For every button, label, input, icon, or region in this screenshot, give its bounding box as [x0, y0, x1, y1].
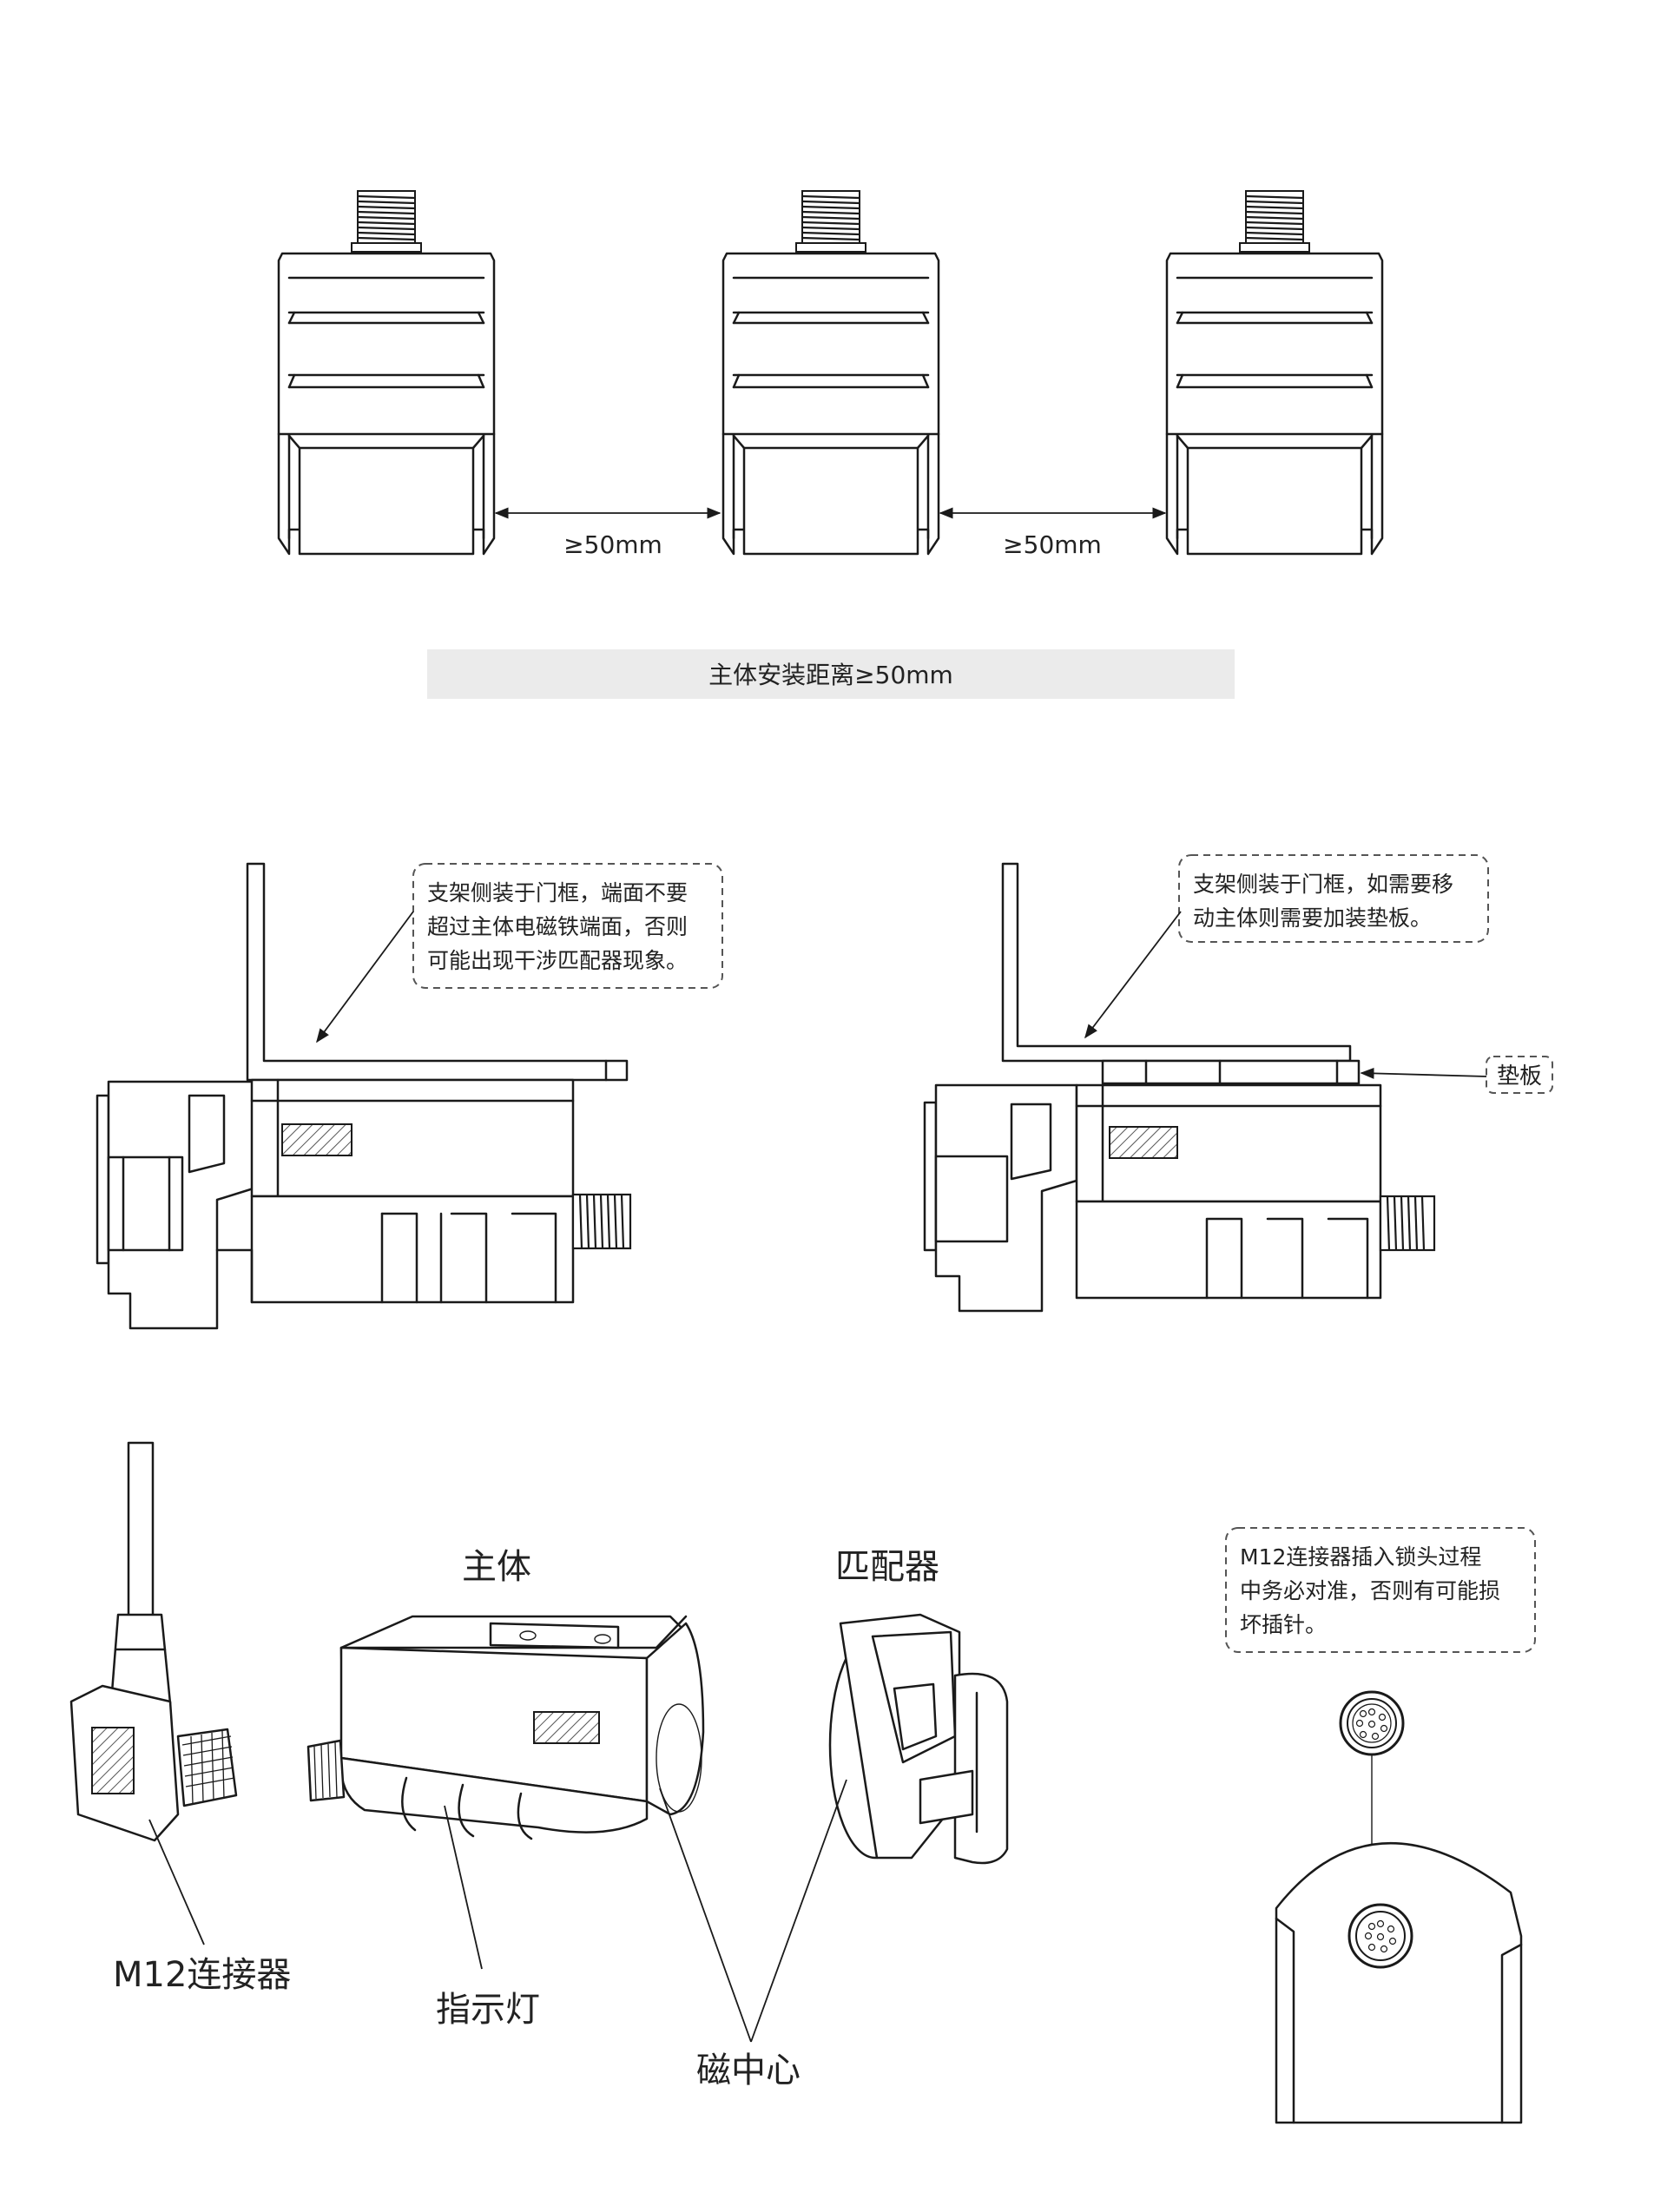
warning-line-3: 坏插针。	[1240, 1612, 1327, 1637]
note-left-line-1: 支架侧装于门框，端面不要	[427, 880, 688, 905]
m12-connector	[69, 1441, 238, 1842]
note-left-line-2: 超过主体电磁铁端面，否则	[427, 914, 688, 939]
note-left-line-3: 可能出现干涉匹配器现象。	[427, 948, 688, 973]
warning-line-1: M12连接器插入锁头过程	[1240, 1544, 1481, 1570]
shim-pointer	[1360, 1067, 1487, 1079]
shim-label-box	[1486, 1056, 1553, 1094]
shim-label: 垫板	[1497, 1063, 1542, 1090]
magnet-pointer-1	[659, 1787, 752, 2043]
warning-note-box	[1225, 1527, 1536, 1653]
note-left-pointer	[316, 911, 414, 1043]
note-right-line-1: 支架侧装于门框，如需要移	[1193, 872, 1453, 897]
connector-label: M12连接器	[113, 1955, 291, 1995]
indicator-hatch	[533, 1711, 600, 1744]
magnet-label: 磁中心	[696, 2051, 801, 2090]
note-right-line-2: 动主体则需要加装垫板。	[1193, 905, 1432, 931]
lock-head-view	[1275, 1841, 1523, 2124]
side-view-right	[923, 862, 1436, 1313]
socket-plug-view	[1339, 1690, 1405, 1888]
note-box-right	[1178, 854, 1489, 943]
unit-1	[279, 191, 494, 554]
matcher-title: 匹配器	[835, 1547, 939, 1587]
caption-bar	[427, 649, 1235, 699]
side-view-left	[96, 862, 632, 1330]
unit-3	[1167, 191, 1382, 554]
indicator-hatch-right	[1109, 1126, 1178, 1159]
connector-pointer	[148, 1819, 205, 1945]
connector-hatch	[91, 1727, 135, 1794]
main-body-3d	[306, 1615, 705, 1840]
unit-2	[723, 191, 939, 554]
magnet-pointer-2	[750, 1779, 847, 2043]
main-body-title: 主体	[462, 1547, 531, 1587]
note-right-pointer	[1084, 911, 1182, 1039]
gap-label-1: ≥50mm	[563, 530, 662, 559]
caption-text: 主体安装距离≥50mm	[708, 661, 953, 689]
warning-line-2: 中务必对准，否则有可能损	[1240, 1578, 1500, 1603]
note-box-left	[412, 863, 723, 989]
gap-label-2: ≥50mm	[1003, 530, 1102, 559]
matcher-3d	[828, 1613, 1009, 1865]
indicator-pointer	[444, 1805, 483, 1970]
indicator-label: 指示灯	[436, 1990, 540, 2030]
indicator-hatch-left	[281, 1123, 353, 1156]
